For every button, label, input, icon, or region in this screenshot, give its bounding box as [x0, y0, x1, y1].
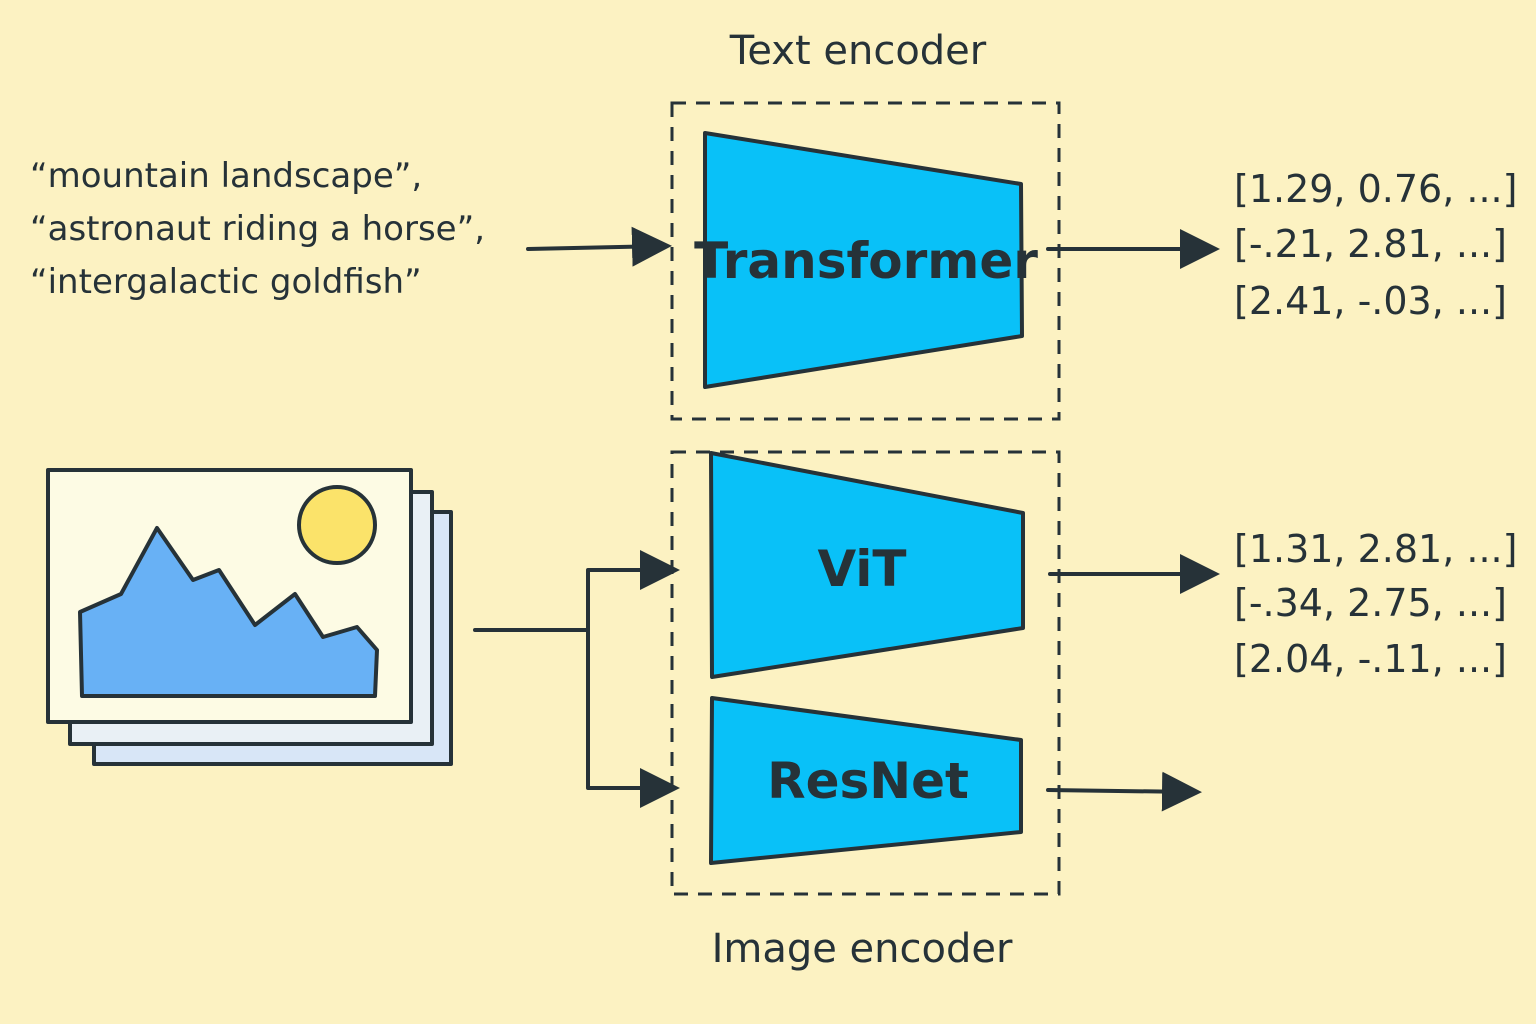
- image-encoder-title: Image encoder: [712, 926, 1013, 972]
- image-embedding-1: [1.31, 2.81, ...]: [1234, 527, 1517, 571]
- text-encoder-box: [670, 101, 1061, 421]
- resnet-block: [709, 696, 1023, 865]
- image-stack-icon: [46, 468, 453, 766]
- text-embedding-2: [-.21, 2.81, ...]: [1234, 222, 1507, 266]
- text-embedding-3: [2.41, -.03, ...]: [1234, 279, 1507, 323]
- arrow-resnet-output: [1046, 771, 1202, 812]
- vit-label: ViT: [817, 540, 906, 598]
- arrow-images-to-resnet: [586, 628, 680, 808]
- prompt-3: “intergalactic goldfish”: [30, 262, 422, 302]
- transformer-label: Transformer: [694, 232, 1038, 290]
- image-embedding-2: [-.34, 2.75, ...]: [1234, 581, 1507, 625]
- vit-block: [709, 451, 1025, 679]
- mountain-icon: [78, 526, 379, 698]
- prompt-2: “astronaut riding a horse”,: [30, 209, 485, 249]
- transformer-block: [703, 131, 1024, 389]
- arrow-prompts-to-transformer: [526, 226, 672, 267]
- text-encoder-title: Text encoder: [729, 28, 987, 74]
- resnet-label: ResNet: [767, 752, 969, 810]
- image-embedding-3: [2.04, -.11, ...]: [1234, 637, 1507, 681]
- prompt-1: “mountain landscape”,: [30, 156, 422, 196]
- sun-icon: [297, 485, 377, 565]
- image-encoder-box: [670, 450, 1061, 896]
- text-embedding-1: [1.29, 0.76, ...]: [1234, 167, 1517, 211]
- arrow-images-to-vit: [586, 550, 680, 632]
